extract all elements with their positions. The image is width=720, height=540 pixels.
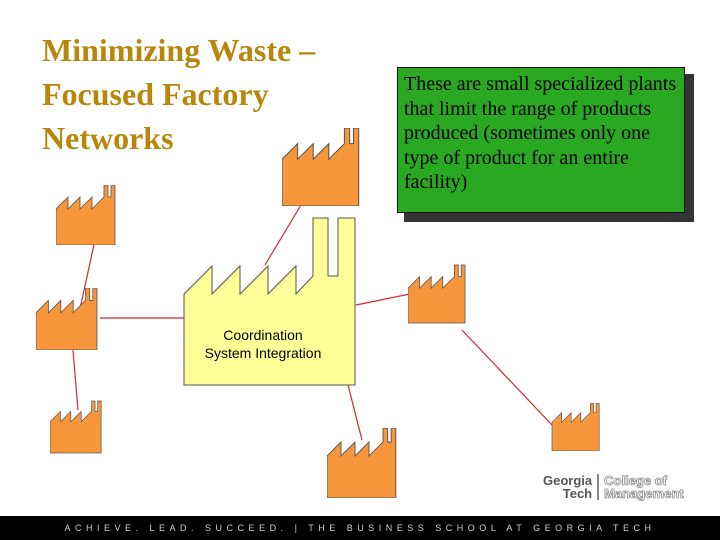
- hub-label: Coordination System Integration: [178, 326, 348, 362]
- factory-icon: [408, 264, 466, 324]
- logo-georgia-tech: Georgia Tech: [543, 473, 600, 501]
- factory-icon: [56, 185, 116, 245]
- hub-label-line-1: Coordination: [223, 327, 303, 343]
- connector-midleft-bottomleft: [72, 349, 79, 411]
- footer-bar: ACHIEVE. LEAD. SUCCEED. | THE BUSINESS S…: [0, 516, 720, 540]
- logo-tech: Tech: [562, 486, 593, 501]
- georgia-tech-logo: Georgia Tech College of Management: [543, 472, 684, 502]
- connector-hub-right: [355, 292, 416, 306]
- slide-title: Minimizing Waste – Focused Factory Netwo…: [42, 28, 372, 160]
- title-line-1: Minimizing Waste –: [42, 32, 316, 68]
- hub-factory: [183, 217, 356, 386]
- logo-management: Management: [604, 486, 684, 501]
- logo-georgia: Georgia: [543, 473, 593, 488]
- factory-icon: [551, 403, 600, 451]
- footer-tagline: ACHIEVE. LEAD. SUCCEED. | THE BUSINESS S…: [64, 523, 656, 533]
- factory-icon: [36, 288, 98, 350]
- callout-text: These are small specialized plants that …: [404, 73, 677, 193]
- hub-label-line-2: System Integration: [204, 345, 322, 361]
- title-line-3: Networks: [42, 120, 174, 156]
- connector-hub-bottommid: [347, 384, 363, 441]
- callout-box: These are small specialized plants that …: [397, 67, 685, 213]
- factory-icon: [50, 400, 102, 454]
- logo-college: College of Management: [599, 473, 684, 501]
- title-line-2: Focused Factory: [42, 76, 269, 112]
- logo-college-of: College of: [604, 473, 667, 488]
- factory-icon: [282, 128, 360, 206]
- connector-right-bottomright: [461, 329, 553, 426]
